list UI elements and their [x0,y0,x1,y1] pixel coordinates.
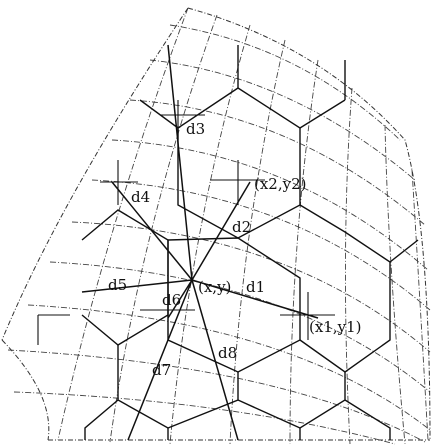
ray-d7 [127,279,193,441]
ray-d2 [191,181,251,281]
label-point-1: (x1,y1) [309,318,362,336]
ray-d4 [111,181,193,281]
label-center-point: (x,y) [198,278,231,296]
label-d7: d7 [152,361,171,379]
distance-rays [81,44,319,441]
ray-d5 [81,279,193,293]
mesh-radial-lines [57,7,429,445]
ray-d3 [167,44,193,281]
node-markers [37,100,335,345]
label-d6: d6 [162,291,181,309]
ray-d1 [191,279,319,319]
ray-d6 [167,279,193,319]
hexagon-grid [81,45,419,440]
label-d2: d2 [232,218,251,236]
label-d8: d8 [218,344,237,362]
label-d1: d1 [246,278,265,296]
label-d4: d4 [131,188,150,206]
label-point-2: (x2,y2) [254,175,307,193]
label-d3: d3 [186,120,205,138]
diagram-labels: d3 d4 d2 (x2,y2) d5 (x,y) d1 d6 (x1,y1) … [108,120,362,379]
domain-boundary [1,7,431,441]
label-d5: d5 [108,276,127,294]
ray-d8 [191,279,239,441]
